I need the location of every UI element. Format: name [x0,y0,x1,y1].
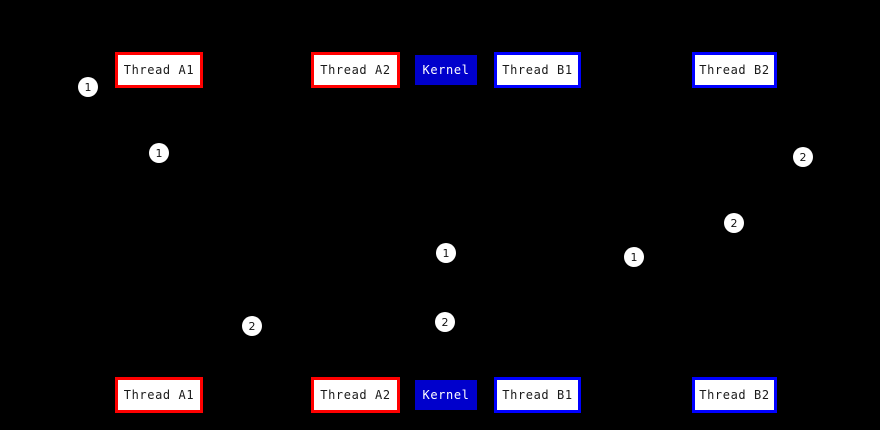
participant-label: Thread B1 [502,63,573,77]
arrowhead-1-kernel-b1 [530,264,538,272]
participant-thread-a1-top[interactable]: Thread A1 [115,52,203,88]
message-1-a1-kernel [159,168,446,169]
sequence-badge: 2 [724,213,744,233]
participant-thread-b1-top[interactable]: Thread B1 [494,52,581,88]
lifeline-thread-a2 [355,88,356,377]
participant-label: Thread A2 [320,63,391,77]
message-2-b2-self [734,170,774,171]
sequence-badge-label: 2 [799,150,807,164]
participant-label: Kernel [422,388,470,402]
sequence-badge-label: 2 [441,315,449,329]
participant-label: Thread A2 [320,388,391,402]
message-2-b2-kernel [446,238,734,239]
message-2-kernel-a2 [355,338,446,339]
arrowhead-1-a1-self [152,115,160,123]
sequence-badge: 2 [435,312,455,332]
participant-kernel-top[interactable]: Kernel [415,55,477,85]
arrowhead-2-kernel-a2 [355,334,363,342]
participant-label: Thread B2 [699,388,770,402]
participant-thread-b2-bottom[interactable]: Thread B2 [692,377,777,413]
sequence-badge: 2 [242,316,262,336]
lifeline-kernel [446,88,447,377]
arrowhead-2-b2-self [727,186,735,194]
participant-label: Thread A1 [123,388,195,402]
participant-label: Kernel [422,63,470,77]
participant-label: Thread A1 [123,63,195,77]
sequence-badge-label: 1 [442,246,450,260]
sequence-badge: 1 [624,247,644,267]
participant-thread-a2-bottom[interactable]: Thread A2 [311,377,400,413]
sequence-badge-label: 1 [630,250,638,264]
sequence-badge: 1 [436,243,456,263]
arrowhead-1-a1-kernel [438,164,446,172]
participant-thread-a1-bottom[interactable]: Thread A1 [115,377,203,413]
sequence-badge-label: 1 [155,146,163,160]
sequence-badge-label: 2 [730,216,738,230]
participant-thread-a2-top[interactable]: Thread A2 [311,52,400,88]
message-1-a1-self [159,100,199,101]
sequence-badge-label: 2 [248,319,256,333]
sequence-badge: 1 [78,77,98,97]
message-1-kernel-b1 [446,268,538,269]
participant-label: Thread B2 [699,63,770,77]
sequence-badge: 1 [149,143,169,163]
participant-thread-b2-top[interactable]: Thread B2 [692,52,777,88]
lifeline-thread-b1 [538,88,539,377]
arrowhead-2-b2-kernel [446,234,454,242]
sequence-badge: 2 [793,147,813,167]
participant-thread-b1-bottom[interactable]: Thread B1 [494,377,581,413]
participant-label: Thread B1 [502,388,573,402]
sequence-badge-label: 1 [84,80,92,94]
participant-kernel-bottom[interactable]: Kernel [415,380,477,410]
lifeline-thread-a1 [159,88,160,377]
